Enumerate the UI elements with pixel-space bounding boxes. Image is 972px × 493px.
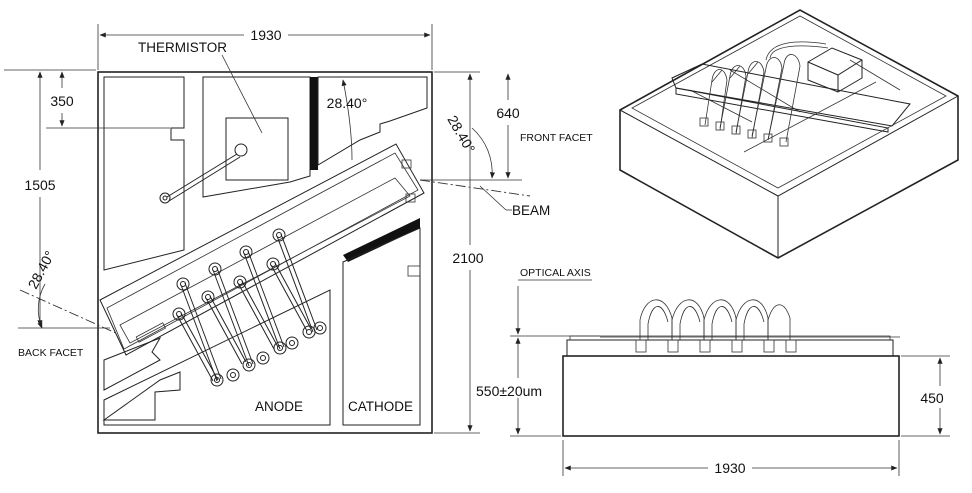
optical-axis-label: OPTICAL AXIS — [520, 267, 591, 279]
offset-350-dim: 350 — [50, 93, 74, 109]
cathode-label: CATHODE — [348, 399, 413, 414]
height-550-label: 550±20um — [476, 383, 542, 399]
laser-bar — [99, 143, 425, 356]
offset-1505-dim: 1505 — [24, 177, 55, 193]
angle-label-top: 28.40° — [327, 95, 368, 111]
thermistor-pad — [202, 76, 311, 198]
height-dim: 2100 — [452, 250, 483, 266]
angle-label-back: 28.40° — [25, 248, 58, 291]
side-view: OPTICAL AXIS 550±20um 450 1930 — [476, 267, 950, 476]
top-view: 1930 2100 1505 350 640 FRONT FACET 28.40… — [4, 24, 593, 434]
beam-label: BEAM — [512, 203, 550, 218]
top-width-dim: 1930 — [250, 27, 281, 43]
anode-label: ANODE — [255, 399, 303, 414]
bond-wires — [172, 228, 327, 387]
thermistor-pad-left — [103, 76, 185, 271]
iso-wires — [704, 54, 801, 143]
black-strip-lower — [343, 218, 420, 262]
back-facet-label: BACK FACET — [18, 347, 84, 359]
side-wires — [639, 299, 791, 340]
thermistor-chip — [225, 117, 289, 181]
back-facet-axis — [19, 289, 119, 335]
iso-laser-bar — [671, 63, 911, 127]
side-width-dim: 1930 — [714, 460, 745, 476]
isometric-view — [619, 9, 959, 259]
beam-axis — [419, 179, 531, 197]
thermistor-bond — [234, 143, 248, 157]
lower-left-pad — [103, 337, 162, 391]
cathode-pad — [342, 227, 421, 426]
iso-outline — [619, 9, 959, 259]
thickness-450-dim: 450 — [920, 390, 944, 406]
anode-pad — [103, 289, 331, 426]
upper-right-pad — [317, 76, 428, 166]
submount-outline — [97, 71, 433, 434]
side-submount — [562, 355, 900, 437]
iso-thermistor — [807, 47, 863, 93]
offset-640-dim: 640 — [496, 105, 520, 121]
angle-label-front: 28.40° — [444, 113, 478, 156]
front-facet-label: FRONT FACET — [520, 132, 593, 144]
thermistor-label: THERMISTOR — [138, 40, 227, 55]
black-strip-upper — [310, 77, 318, 170]
